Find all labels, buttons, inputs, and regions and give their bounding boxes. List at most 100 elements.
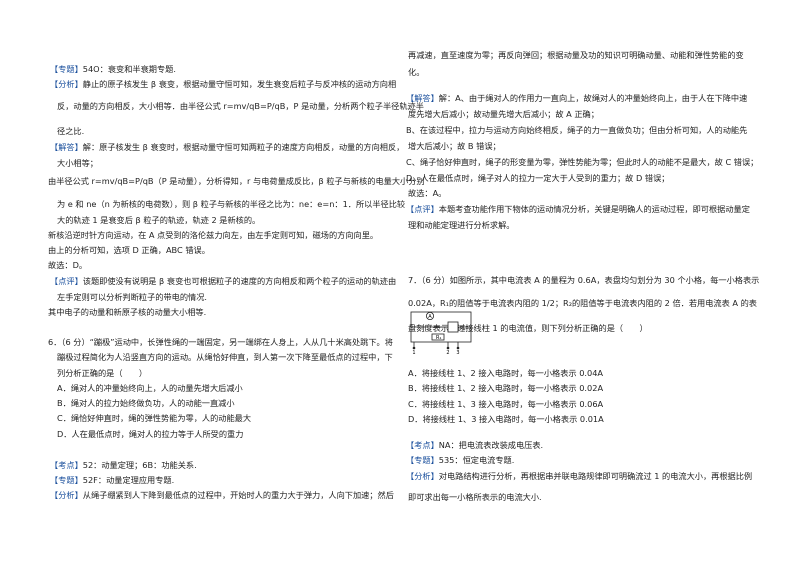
section-tag: 【点评】 (406, 204, 439, 214)
right-line: 7．（6 分）如图所示，其中电流表 A 的量程为 0.6A，表盘均匀划分为 30… (408, 275, 759, 285)
line-text: 其中电子的动量和新原子核的动量大小相等. (48, 307, 207, 317)
line-text: 0.02A，R₁的阻值等于电流表内阻的 1/2；R₂的阻值等于电流表内阻的 2 … (408, 298, 757, 308)
left-line: 大的轨迹 1 是衰变后 β 粒子的轨迹，轨迹 2 是新核的。 (57, 215, 260, 225)
line-text: 盘刻度表示流过接线柱 1 的电流值，则下列分析正确的是（ ） (408, 323, 648, 333)
line-text: 故选：D。 (48, 260, 88, 270)
line-text: 增大后减小；故 B 错误； (408, 141, 501, 151)
terminal-1: 1 (412, 350, 415, 354)
line-text: 本题考查功能作用下物体的运动情况分析，关键是明确人的运动过程，即可根据动量定 (438, 204, 750, 214)
line-text: 度先增大后减小；故动量先增大后减小；故 A 正确； (408, 109, 599, 119)
section-tag: 【考点】 (406, 440, 439, 450)
right-line: 增大后减小；故 B 错误； (408, 141, 501, 151)
line-text: 解：原子核发生 β 衰变时，根据动量守恒可知两粒子的速度方向相反，动量的方向相反… (82, 142, 405, 152)
line-text: 对电路结构进行分析，再根据串并联电路规律即可明确流过 1 的电流大小，再根据比例 (438, 471, 753, 481)
right-line: A．将接线柱 1、2 接入电路时，每一小格表示 0.04A (408, 368, 603, 378)
line-text: 大的轨迹 1 是衰变后 β 粒子的轨迹，轨迹 2 是新核的。 (57, 215, 261, 225)
left-line: 【专题】54O：衰变和半衰期专题. (50, 64, 176, 74)
right-line: 即可求出每一小格所表示的电流大小. (408, 492, 542, 502)
line-text: 由上的分析可知，选项 D 正确，ABC 错误。 (48, 245, 210, 255)
line-text: 故选：A。 (408, 188, 447, 198)
right-column: 再减速，直至速度为零；再反向弹回；根据动量及功的知识可明确动量、动能和弹性势能的… (400, 0, 800, 565)
left-line: 其中电子的动量和新原子核的动量大小相等. (48, 307, 206, 317)
ammeter-label: A (428, 314, 432, 320)
section-tag: 【专题】 (406, 455, 439, 465)
left-line: 反，动量的方向相反，大小相等．由半径公式 r=mv/qB=P/qB，P 是动量，… (57, 101, 424, 111)
right-line: B．将接线柱 1、2 接入电路时，每一小格表示 0.02A (408, 383, 603, 393)
line-text: 理和动能定理进行分析求解。 (408, 220, 515, 230)
left-line: 新核沿逆时针方向运动，在 A 点受到的洛伦兹力向左，由左手定则可知，磁场的方向向… (48, 230, 378, 240)
terminal-2: 2 (446, 350, 449, 354)
left-line: 【分析】静止的原子核发生 β 衰变，根据动量守恒可知，发生衰变后粒子与反冲核的运… (50, 79, 396, 89)
left-line: 6．（6 分）“蹦极”运动中，长弹性绳的一端固定，另一端绑在人身上，人从几十米高… (48, 337, 393, 347)
left-line: 左手定则可以分析判断粒子的带电的情况. (57, 292, 207, 302)
line-text: 径之比. (57, 126, 85, 136)
right-line: 盘刻度表示流过接线柱 1 的电流值，则下列分析正确的是（ ） (408, 323, 648, 333)
line-text: 解：A、由于绳对人的作用力一直向上，故绳对人的冲量始终向上，由于人在下降中速 (438, 93, 748, 103)
line-text: C．将接线柱 1、3 接入电路时，每一小格表示 0.06A (408, 399, 604, 409)
right-line: 【考点】NA：把电流表改装成电压表. (406, 440, 543, 450)
section-tag: 【解答】 (50, 142, 83, 152)
left-line: 列分析正确的是（ ） (57, 368, 147, 378)
left-line: 【点评】该题即使没有说明是 β 衰变也可根据粒子的速度的方向相反和两个粒子的运动… (50, 276, 396, 286)
left-line: 【分析】从绳子绷紧到人下降到最低点的过程中，开始时人的重力大于弹力，人向下加速；… (50, 490, 394, 500)
section-tag: 【分析】 (50, 490, 83, 500)
line-text: A．绳对人的冲量始终向上，人的动量先增大后减小 (57, 383, 243, 393)
left-line: 故选：D。 (48, 260, 87, 270)
line-text: 535：恒定电流专题. (438, 455, 515, 465)
line-text: 化。 (408, 67, 425, 77)
left-column: 【专题】54O：衰变和半衰期专题.【分析】静止的原子核发生 β 衰变，根据动量守… (48, 64, 425, 500)
line-text: 左手定则可以分析判断粒子的带电的情况. (57, 292, 207, 302)
left-line: 【专题】52F：动量定理应用专题. (50, 475, 174, 485)
section-tag: 【专题】 (50, 475, 83, 485)
left-line: 【考点】52：动量定理；6B：功能关系. (50, 460, 197, 470)
line-text: B．将接线柱 1、2 接入电路时，每一小格表示 0.02A (408, 383, 604, 393)
right-line: 再减速，直至速度为零；再反向弹回；根据动量及功的知识可明确动量、动能和弹性势能的… (408, 50, 744, 60)
line-text: B、在该过程中，拉力与运动方向始终相反，绳子的力一直做负功；但由分析可知，人的动… (406, 125, 748, 135)
line-text: 蹦极过程简化为人沿竖直方向的运动。从绳恰好伸直，到人第一次下降至最低点的过程中，… (57, 352, 393, 362)
section-tag: 【分析】 (406, 471, 439, 481)
line-text: A．将接线柱 1、2 接入电路时，每一小格表示 0.04A (408, 368, 604, 378)
terminal-3: 3 (456, 350, 459, 354)
right-line: 【分析】对电路结构进行分析，再根据串并联电路规律即可明确流过 1 的电流大小，再… (406, 471, 752, 481)
left-line: 由上的分析可知，选项 D 正确，ABC 错误。 (48, 245, 210, 255)
section-tag: 【专题】 (50, 64, 83, 74)
line-text: 再减速，直至速度为零；再反向弹回；根据动量及功的知识可明确动量、动能和弹性势能的… (408, 50, 744, 60)
line-text: 静止的原子核发生 β 衰变，根据动量守恒可知，发生衰变后粒子与反冲核的运动方向相 (82, 79, 397, 89)
line-text: D．将接线柱 1、3 接入电路时，每一小格表示 0.01A (408, 414, 604, 424)
right-line: 理和动能定理进行分析求解。 (408, 220, 514, 230)
left-line: 由半径公式 r=mv/qB=P/qB（P 是动量），分析得知，r 与电荷量成反比… (48, 176, 425, 186)
left-line: D．人在最低点时，绳对人的拉力等于人所受的重力 (57, 429, 243, 439)
left-line: 蹦极过程简化为人沿竖直方向的运动。从绳恰好伸直，到人第一次下降至最低点的过程中，… (57, 352, 393, 362)
line-text: 52：动量定理；6B：功能关系. (82, 460, 197, 470)
right-line: D．将接线柱 1、3 接入电路时，每一小格表示 0.01A (408, 414, 604, 424)
line-text: 列分析正确的是（ ） (57, 368, 148, 378)
line-text: 从绳子绷紧到人下降到最低点的过程中，开始时人的重力大于弹力，人向下加速；然后 (82, 490, 394, 500)
line-text: B．绳对人的拉力始终做负功，人的动能一直减小 (57, 398, 235, 408)
right-line: C、绳子恰好伸直时，绳子的形变量为零，弹性势能为零；但此时人的动能不是最大，故 … (406, 157, 758, 167)
line-text: 由半径公式 r=mv/qB=P/qB（P 是动量），分析得知，r 与电荷量成反比… (48, 176, 425, 186)
left-line: A．绳对人的冲量始终向上，人的动量先增大后减小 (57, 383, 243, 393)
line-text: D．人在最低点时，绳对人的拉力等于人所受的重力 (57, 429, 244, 439)
left-line: 大小相等； (57, 158, 98, 168)
section-tag: 【分析】 (50, 79, 83, 89)
right-line: 化。 (408, 67, 424, 77)
right-line: D、人在最低点时，绳子对人的拉力一定大于人受到的重力；故 D 错误； (406, 173, 669, 183)
left-line: C．绳恰好伸直时，绳的弹性势能为零，人的动能最大 (57, 413, 251, 423)
line-text: 54O：衰变和半衰期专题. (82, 64, 176, 74)
left-line: 为 e 和 ne（n 为新核的电荷数），则 β 粒子与新核的半径之比为：ne：e… (57, 199, 405, 209)
right-line: B、在该过程中，拉力与运动方向始终相反，绳子的力一直做负功；但由分析可知，人的动… (406, 125, 747, 135)
left-line: 径之比. (57, 126, 84, 136)
left-line: B．绳对人的拉力始终做负功，人的动能一直减小 (57, 398, 235, 408)
right-line: 【专题】535：恒定电流专题. (406, 455, 514, 465)
line-text: 反，动量的方向相反，大小相等．由半径公式 r=mv/qB=P/qB，P 是动量，… (57, 101, 424, 111)
circuit-diagram: A R₂ R₁ 1 2 3 (410, 311, 472, 354)
section-tag: 【考点】 (50, 460, 83, 470)
line-text: 52F：动量定理应用专题. (82, 475, 175, 485)
right-line: 故选：A。 (408, 188, 446, 198)
line-text: 6．（6 分）“蹦极”运动中，长弹性绳的一端固定，另一端绑在人身上，人从几十米高… (48, 337, 393, 347)
line-text: 7．（6 分）如图所示，其中电流表 A 的量程为 0.6A，表盘均匀划分为 30… (408, 275, 760, 285)
line-text: 即可求出每一小格所表示的电流大小. (408, 492, 542, 502)
line-text: 为 e 和 ne（n 为新核的电荷数），则 β 粒子与新核的半径之比为：ne：e… (57, 199, 406, 209)
line-text: 新核沿逆时针方向运动，在 A 点受到的洛伦兹力向左，由左手定则可知，磁场的方向向… (48, 230, 379, 240)
right-line: 【解答】解：A、由于绳对人的作用力一直向上，故绳对人的冲量始终向上，由于人在下降… (406, 93, 747, 103)
